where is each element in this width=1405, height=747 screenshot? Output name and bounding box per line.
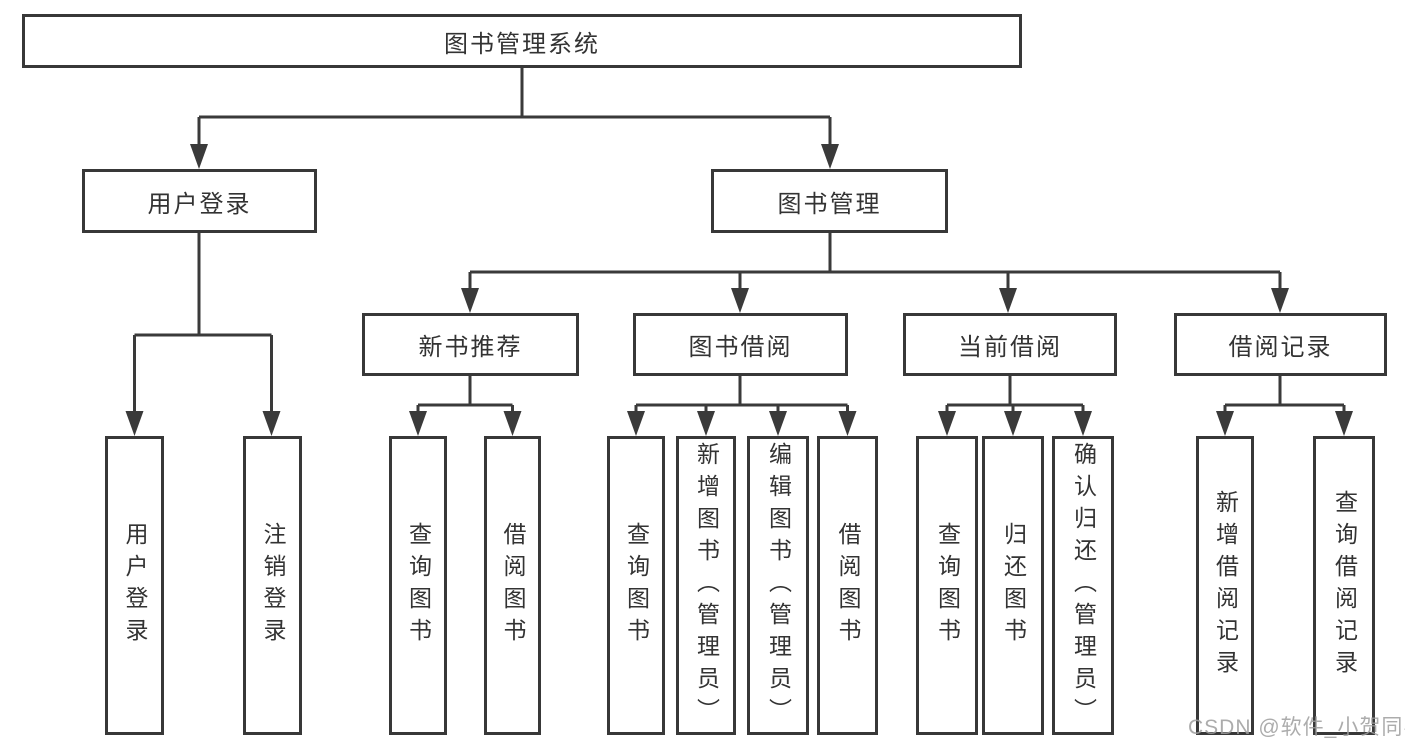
node-book-management: 图书管理 (711, 169, 948, 233)
leaf-query-books-current: 查询图书 (916, 436, 978, 735)
connector-edges (133, 68, 1346, 414)
leaf-query-books-borrowing: 查询图书 (607, 436, 665, 735)
leaf-confirm-return-admin: 确认归还（管理员） (1052, 436, 1114, 735)
node-book-borrowing: 图书借阅 (633, 313, 848, 376)
arrow-down-icon (1216, 411, 1234, 436)
node-library-system: 图书管理系统 (22, 14, 1022, 68)
node-user-login: 用户登录 (82, 169, 317, 233)
arrow-down-icon (1074, 411, 1092, 436)
arrow-down-icon (697, 411, 715, 436)
node-new-book-recommendation: 新书推荐 (362, 313, 579, 376)
arrow-down-icon (1004, 411, 1022, 436)
leaf-query-borrow-record: 查询借阅记录 (1313, 436, 1375, 735)
leaf-borrow-books-recommend: 借阅图书 (484, 436, 541, 735)
arrow-down-icon (938, 411, 956, 436)
arrow-down-icon (1271, 288, 1289, 313)
leaf-return-books: 归还图书 (982, 436, 1044, 735)
arrowheads (125, 144, 1353, 436)
arrow-down-icon (838, 411, 857, 436)
arrow-down-icon (461, 288, 479, 313)
leaf-query-books-recommend: 查询图书 (389, 436, 447, 735)
node-current-borrowing: 当前借阅 (903, 313, 1117, 376)
arrow-down-icon (125, 411, 144, 436)
leaf-add-books-admin: 新增图书（管理员） (676, 436, 736, 735)
watermark-text: CSDN @软件_小贺同学 (1188, 716, 1405, 739)
arrow-down-icon (190, 144, 208, 169)
leaf-add-borrow-record: 新增借阅记录 (1196, 436, 1254, 735)
leaf-edit-books-admin: 编辑图书（管理员） (747, 436, 809, 735)
arrow-down-icon (731, 288, 749, 313)
arrow-down-icon (503, 411, 522, 436)
leaf-logout-login: 注销登录 (243, 436, 302, 735)
arrow-down-icon (821, 144, 839, 169)
leaf-borrow-books-borrowing: 借阅图书 (817, 436, 878, 735)
leaf-user-login: 用户登录 (105, 436, 164, 735)
arrow-down-icon (769, 411, 787, 436)
arrow-down-icon (262, 411, 281, 436)
node-borrowing-records: 借阅记录 (1174, 313, 1387, 376)
arrow-down-icon (627, 411, 645, 436)
arrow-down-icon (1335, 411, 1353, 436)
arrow-down-icon (409, 411, 427, 436)
arrow-down-icon (999, 288, 1017, 313)
